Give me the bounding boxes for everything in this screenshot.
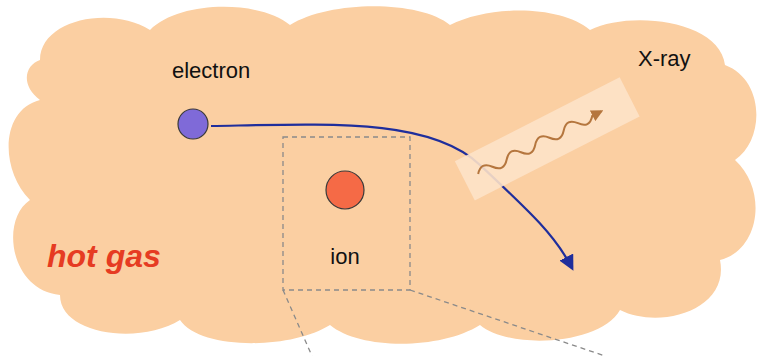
- node-label: electron: [172, 58, 250, 83]
- emission-label: X-ray: [638, 46, 691, 71]
- cloud-fill: [9, 6, 757, 344]
- ion-particle: ion: [325, 170, 365, 210]
- node-label: ion: [330, 244, 359, 269]
- particle-fill: [178, 109, 208, 139]
- electron-particle: electron: [177, 108, 209, 140]
- particle-circle: [325, 170, 365, 210]
- node-label: hot gas: [47, 238, 161, 275]
- particle-circle: [177, 108, 209, 140]
- particle-fill: [326, 171, 364, 209]
